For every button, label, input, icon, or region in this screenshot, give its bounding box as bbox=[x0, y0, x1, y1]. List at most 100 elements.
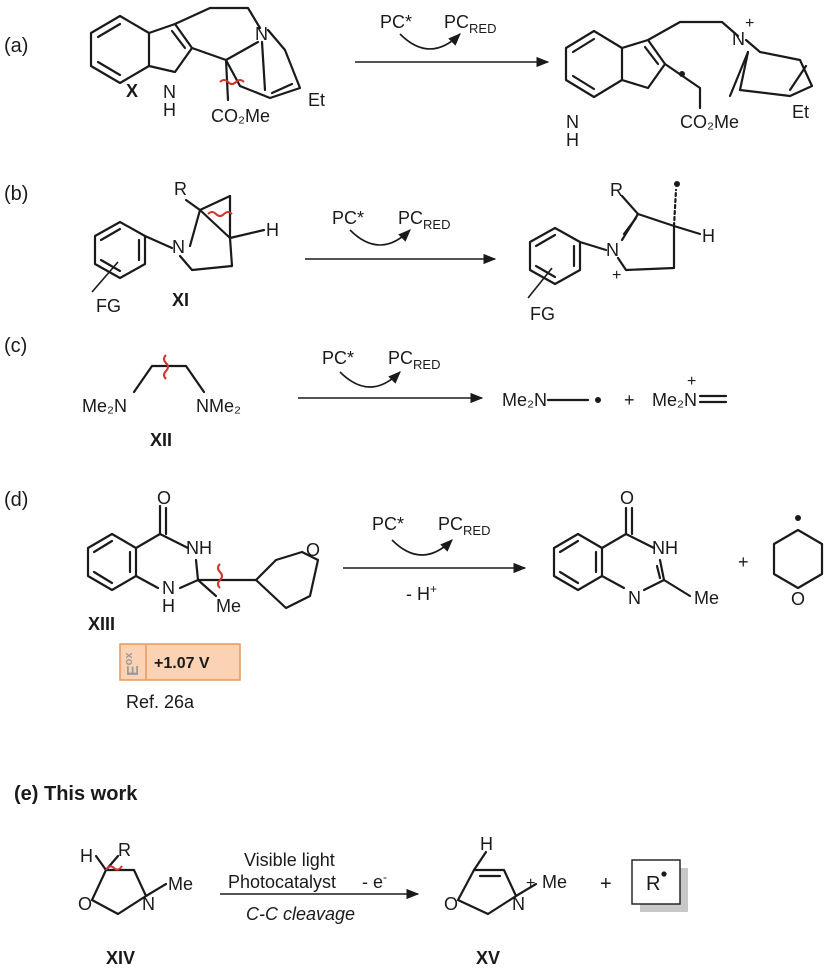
product-d-n: N bbox=[628, 588, 641, 608]
product-d-nh: NH bbox=[652, 538, 678, 558]
eox-value: +1.07 V bbox=[154, 655, 210, 672]
radical-r-dot bbox=[661, 871, 667, 877]
amine-n: N bbox=[255, 24, 268, 44]
this-work-heading: (e) This work bbox=[14, 783, 138, 805]
panel-c: (c) Me₂N NMe₂ XII PC* PCRED Me₂N + Me₂N … bbox=[4, 335, 728, 450]
product-a-h: H bbox=[566, 130, 579, 150]
compound-xii-label: XII bbox=[150, 430, 172, 450]
panel-d-label: (d) bbox=[4, 489, 28, 511]
pc-red-b: PCRED bbox=[398, 208, 450, 232]
eox-label: Eox bbox=[123, 652, 142, 676]
condition-light: Visible light bbox=[244, 850, 335, 870]
product-c-charge: + bbox=[687, 373, 696, 390]
product-a-ester: CO₂Me bbox=[680, 112, 739, 132]
product-e-o: O bbox=[444, 894, 458, 914]
panel-d-product: O NH N Me + O bbox=[552, 488, 824, 609]
product-d-ring-o: O bbox=[791, 589, 805, 609]
panel-b-reactant: R N H FG XI bbox=[91, 179, 279, 316]
compound-xiii-label: XIII bbox=[88, 614, 115, 634]
panel-a: (a) X N H N CO₂Me Et PC* bbox=[4, 6, 814, 150]
product-a-n: N bbox=[566, 112, 579, 132]
reactant-e-me: Me bbox=[168, 874, 193, 894]
product-c-2: Me₂N bbox=[652, 390, 697, 410]
radical-box: R bbox=[631, 859, 688, 912]
reactant-d-o: O bbox=[157, 488, 171, 508]
plus-e: + bbox=[600, 873, 612, 895]
ester-label: CO₂Me bbox=[211, 106, 270, 126]
product-e-me: Me bbox=[542, 872, 567, 892]
product-b-r: R bbox=[610, 180, 623, 200]
minus-h: - H+ bbox=[406, 582, 437, 604]
panel-b-r: R bbox=[174, 179, 187, 199]
reactant-e-n: N bbox=[142, 894, 155, 914]
panel-d: (d) O NH N H Me O XIII Eo bbox=[4, 488, 824, 712]
plus-c: + bbox=[624, 390, 635, 410]
panel-c-products: Me₂N + Me₂N + bbox=[502, 373, 728, 410]
panel-a-reactant: X N H N CO₂Me Et bbox=[89, 6, 325, 126]
ethyl-label: Et bbox=[308, 90, 325, 110]
radical-dot-c bbox=[595, 397, 601, 403]
panel-e-conditions: Visible light Photocatalyst - e- C-C cle… bbox=[220, 850, 420, 924]
panel-e-product: H O N + Me XV bbox=[444, 834, 567, 968]
panel-d-arrow: PC* PCRED - H+ bbox=[343, 514, 527, 604]
reactant-e-r: R bbox=[118, 840, 131, 860]
pc-star-c: PC* bbox=[322, 348, 354, 368]
pc-star-b: PC* bbox=[332, 208, 364, 228]
panel-c-reactant: Me₂N NMe₂ XII bbox=[82, 354, 241, 450]
panel-b-fg: FG bbox=[96, 296, 121, 316]
compound-xv-label: XV bbox=[476, 948, 500, 968]
reactant-d-nh: NH bbox=[186, 538, 212, 558]
panel-b-product: R N + H FG bbox=[527, 180, 715, 324]
condition-cleavage: C-C cleavage bbox=[246, 904, 355, 924]
radical-dot-d bbox=[795, 515, 801, 521]
condition-electron: - e- bbox=[362, 870, 387, 892]
pc-star: PC* bbox=[380, 12, 412, 32]
right-amine: NMe₂ bbox=[196, 396, 241, 416]
pc-star-d: PC* bbox=[372, 514, 404, 534]
product-a-ethyl: Et bbox=[792, 102, 809, 122]
radical-dot-b bbox=[674, 181, 680, 187]
radical-r: R bbox=[646, 873, 660, 895]
pc-red: PCRED bbox=[444, 12, 496, 36]
panel-c-arrow: PC* PCRED bbox=[298, 348, 484, 404]
panel-c-label: (c) bbox=[4, 335, 27, 357]
product-e-h: H bbox=[480, 834, 493, 854]
product-a-charge: + bbox=[745, 15, 754, 32]
product-e-charge: + bbox=[526, 875, 535, 892]
panel-b-n: N bbox=[172, 237, 185, 257]
reactant-d-h: H bbox=[162, 596, 175, 616]
product-d-o: O bbox=[620, 488, 634, 508]
panel-d-reactant: O NH N H Me O XIII bbox=[86, 488, 320, 634]
panel-a-label: (a) bbox=[4, 35, 28, 57]
panel-b: (b) R N H FG XI PC* PCRED bbox=[4, 179, 715, 324]
product-d-me: Me bbox=[694, 588, 719, 608]
radical-dot bbox=[679, 71, 685, 77]
panel-e: (e) This work H R O N Me XIV Visible lig… bbox=[14, 783, 688, 968]
pc-red-c: PCRED bbox=[388, 348, 440, 372]
left-amine: Me₂N bbox=[82, 396, 127, 416]
reactant-d-me: Me bbox=[216, 596, 241, 616]
reactant-e-o: O bbox=[78, 894, 92, 914]
product-e-n: N bbox=[512, 894, 525, 914]
reactant-d-ring-o: O bbox=[306, 540, 320, 560]
indole-h: H bbox=[163, 100, 176, 120]
indole-n: N bbox=[163, 82, 176, 102]
compound-xiv-label: XIV bbox=[106, 948, 135, 968]
pc-red-d: PCRED bbox=[438, 514, 490, 538]
compound-x-label: X bbox=[126, 81, 138, 101]
reactant-e-h: H bbox=[80, 846, 93, 866]
panel-b-label: (b) bbox=[4, 183, 28, 205]
product-c-1: Me₂N bbox=[502, 390, 547, 410]
panel-e-reactant: H R O N Me XIV bbox=[78, 840, 193, 968]
compound-xi-label: XI bbox=[172, 290, 189, 310]
reactant-d-n: N bbox=[162, 578, 175, 598]
product-b-charge: + bbox=[612, 267, 621, 284]
panel-a-product: N H N + CO₂Me Et bbox=[564, 15, 814, 150]
plus-d: + bbox=[738, 552, 749, 572]
product-b-n: N bbox=[606, 240, 619, 260]
product-a-iminium-n: N bbox=[732, 29, 745, 49]
panel-a-arrow: PC* PCRED bbox=[355, 12, 550, 68]
reference-label: Ref. 26a bbox=[126, 692, 195, 712]
product-b-h: H bbox=[702, 226, 715, 246]
